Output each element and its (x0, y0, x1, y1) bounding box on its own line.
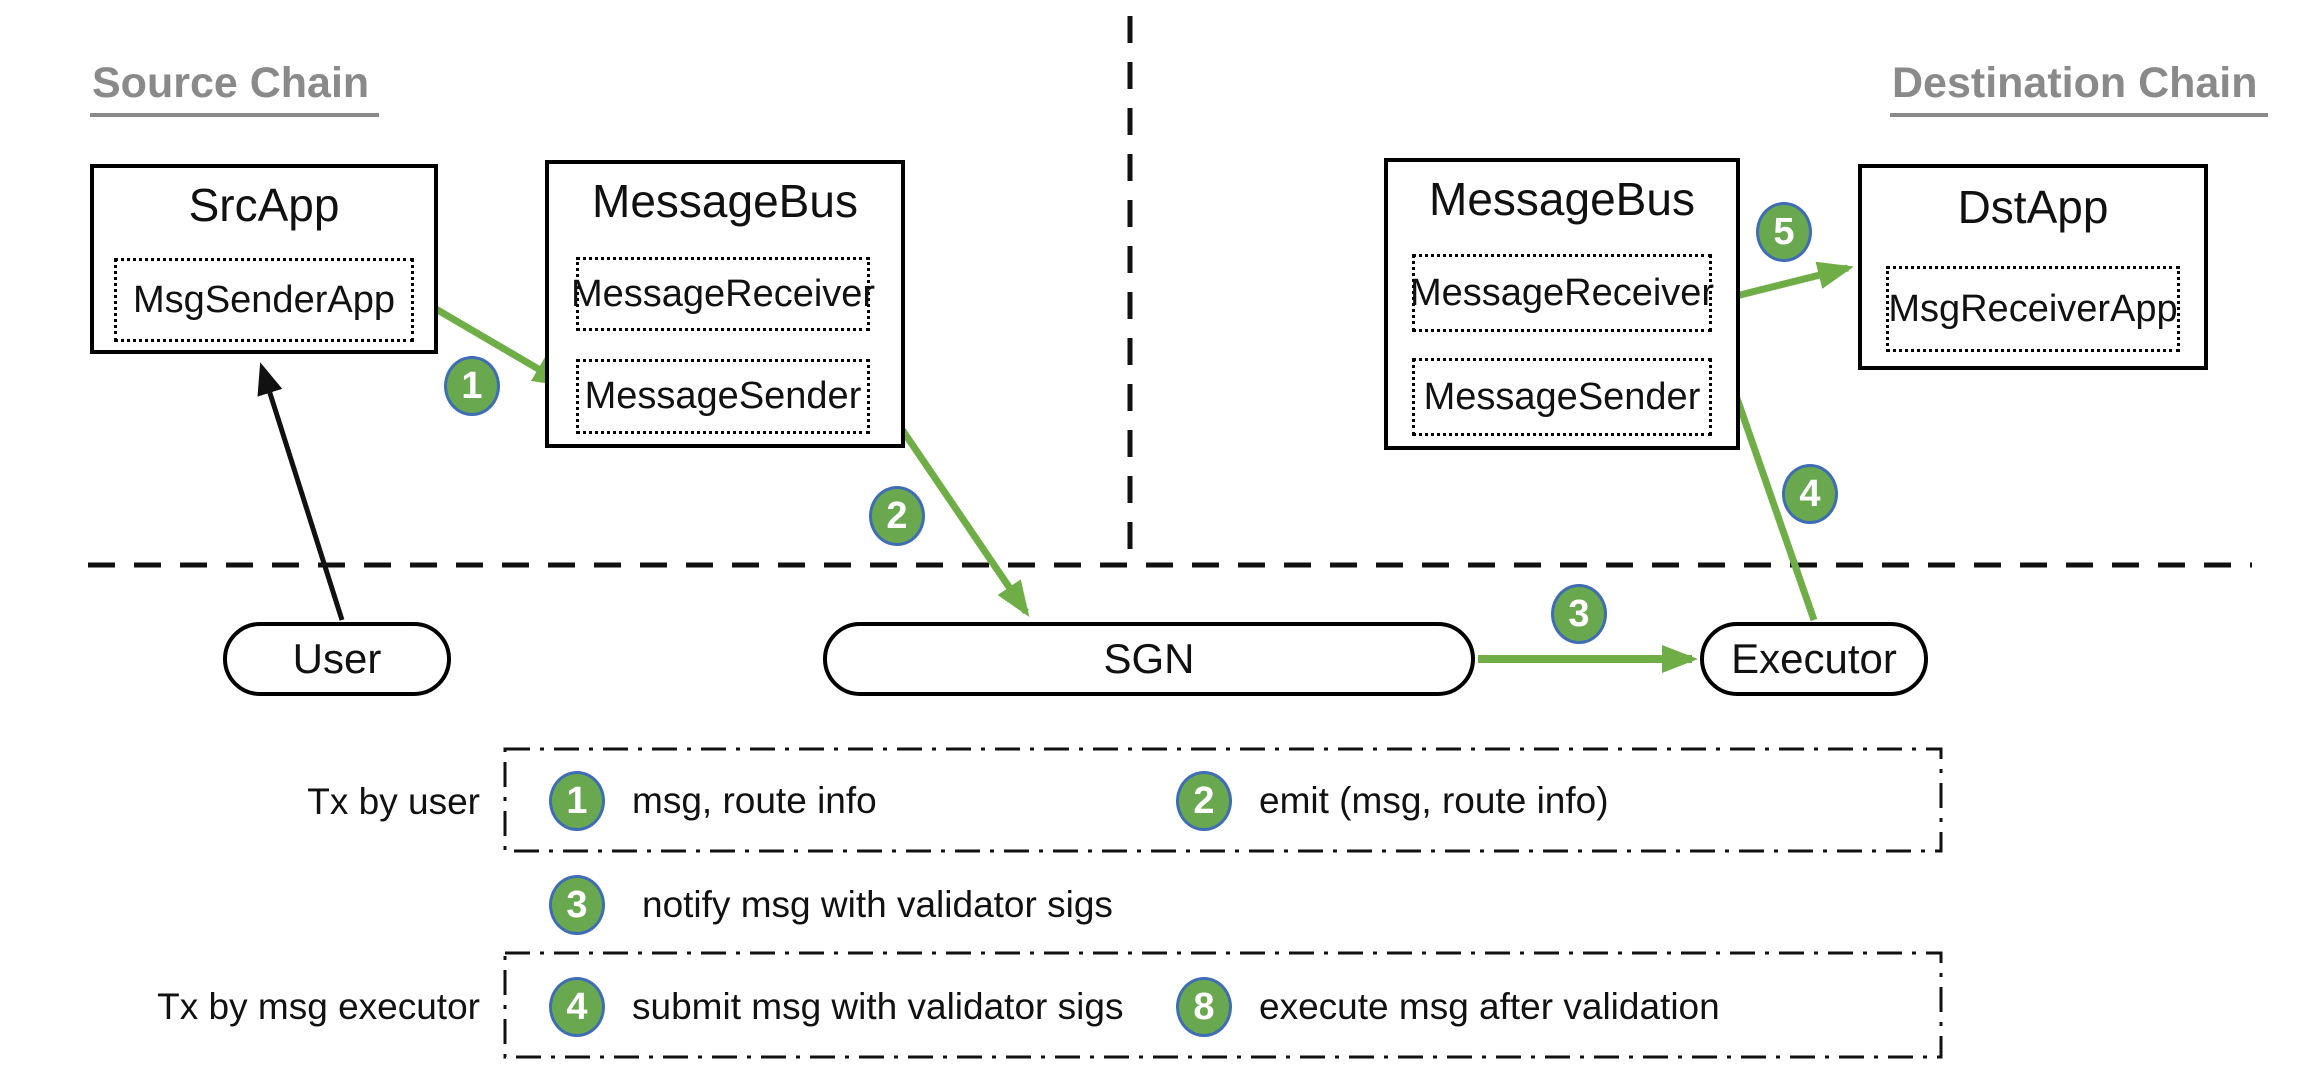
legend-badge-2: 2 (1176, 771, 1232, 831)
legend-row1-frame (503, 747, 1943, 853)
message-receiver-dst-box: MessageReceiver (1410, 254, 1714, 332)
message-receiver-src-box: MessageReceiver (571, 257, 875, 331)
src-app-title: SrcApp (188, 179, 340, 231)
arrow-user-to-srcapp (257, 362, 345, 621)
message-sender-src-box: MessageSender (576, 359, 870, 434)
legend-badge-1: 1 (549, 771, 605, 831)
legend-item-2-text: emit (msg, route info) (1259, 780, 1609, 821)
legend-badge-3: 3 (549, 875, 605, 935)
legend-item-8-text: execute msg after validation (1259, 986, 1720, 1027)
legend-badge-8: 8 (1176, 977, 1232, 1037)
arrow-step2-messagesender-to-sgn (879, 398, 1030, 617)
message-bus-src-title: MessageBus (592, 175, 858, 227)
sgn-pill: SGN (823, 622, 1475, 696)
legend-row2-frame (503, 951, 1943, 1059)
legend-item-4-text: submit msg with validator sigs (632, 986, 1124, 1027)
legend-row1-label: Tx by user (307, 781, 480, 822)
message-bus-src-box: MessageBus MessageReceiver MessageSender (545, 160, 905, 448)
user-pill: User (223, 622, 451, 696)
dst-app-box: DstApp MsgReceiverApp (1858, 164, 2208, 370)
step-badge-4: 4 (1782, 464, 1838, 524)
legend-item-3-text: notify msg with validator sigs (642, 884, 1113, 925)
msg-receiver-app-box: MsgReceiverApp (1886, 266, 2180, 352)
message-bus-dst-title: MessageBus (1429, 173, 1695, 225)
msg-sender-app-box: MsgSenderApp (114, 258, 414, 342)
step-badge-5: 5 (1756, 202, 1812, 262)
legend-badge-4: 4 (549, 977, 605, 1037)
source-chain-heading: Source Chain (90, 59, 380, 118)
arrow-step1-msgsenderapp-to-messagesender (422, 298, 570, 388)
message-sender-dst-box: MessageSender (1412, 358, 1712, 436)
dst-app-title: DstApp (1957, 181, 2109, 233)
executor-pill: Executor (1700, 622, 1928, 696)
step-badge-3: 3 (1551, 584, 1607, 644)
step-badge-1: 1 (444, 356, 500, 416)
step-badge-2: 2 (869, 486, 925, 546)
legend-item-1-text: msg, route info (632, 780, 877, 821)
src-app-box: SrcApp MsgSenderApp (90, 164, 438, 354)
legend-row2-label: Tx by msg executor (157, 986, 480, 1027)
destination-chain-heading: Destination Chain (1890, 59, 2268, 118)
message-bus-dst-box: MessageBus MessageReceiver MessageSender (1384, 158, 1740, 450)
